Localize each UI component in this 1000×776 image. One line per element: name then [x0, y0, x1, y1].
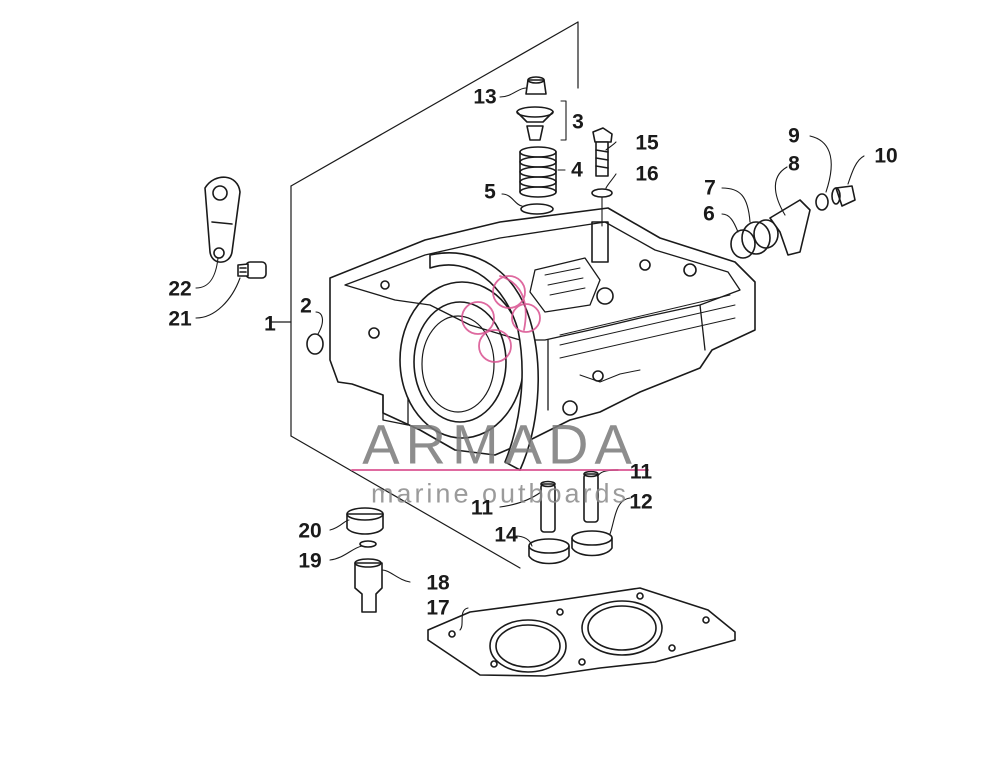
valve-guide-icon	[540, 470, 599, 533]
callout-10: 10	[874, 144, 898, 168]
callout-2: 2	[300, 294, 312, 318]
spring-seat-icon	[520, 203, 554, 215]
callout-17: 17	[426, 596, 450, 620]
callout-22: 22	[168, 277, 192, 301]
valve-seat-icon	[528, 530, 613, 565]
tappet-icon	[346, 507, 384, 613]
callout-12: 12	[629, 490, 653, 514]
callout-11-upper: 11	[629, 460, 653, 484]
cover-plate-icon	[204, 176, 241, 263]
callout-21: 21	[168, 307, 192, 331]
camshaft-cover-icon	[730, 185, 856, 259]
callout-4: 4	[571, 158, 583, 182]
callout-14: 14	[494, 523, 518, 547]
callout-19: 19	[298, 549, 322, 573]
head-gasket-icon	[427, 587, 736, 677]
callout-18: 18	[426, 571, 450, 595]
callout-5: 5	[484, 180, 496, 204]
callout-16: 16	[635, 162, 659, 186]
valve-spring-icon	[519, 146, 557, 198]
callout-6: 6	[703, 202, 715, 226]
bolt-21-icon	[237, 261, 267, 279]
plug-icon	[306, 333, 324, 355]
callout-8: 8	[788, 152, 800, 176]
callout-1: 1	[264, 312, 276, 336]
callout-7: 7	[704, 176, 716, 200]
watermark-brand: ARMADA	[362, 412, 638, 476]
callout-13: 13	[473, 85, 497, 109]
leader-lines	[195, 87, 865, 631]
callout-15: 15	[635, 131, 659, 155]
bolt-15-icon	[592, 127, 613, 177]
washer-16-icon	[591, 188, 613, 198]
watermark-tagline: marine outboards	[370, 478, 630, 509]
valve-retainer-icon	[516, 76, 554, 141]
callout-9: 9	[788, 124, 800, 148]
callout-20: 20	[298, 519, 322, 543]
callout-3: 3	[572, 110, 584, 134]
callout-11-lower: 11	[470, 496, 494, 520]
armada-logo-icon	[461, 275, 541, 363]
